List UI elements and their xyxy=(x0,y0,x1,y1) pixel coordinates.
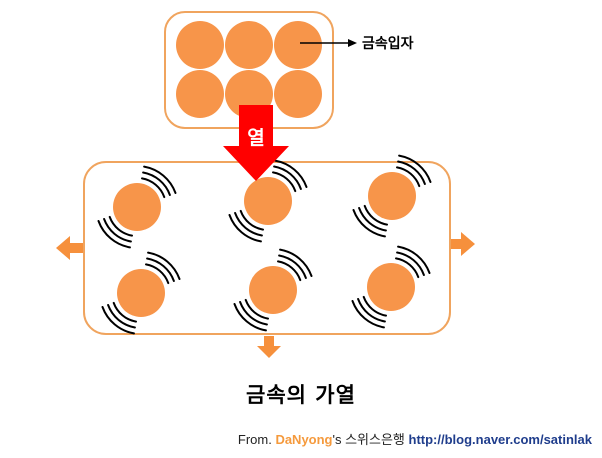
vibration-arc xyxy=(274,159,308,188)
vibration-arc xyxy=(146,257,175,282)
vibration-arc xyxy=(239,209,264,231)
particle xyxy=(367,263,415,311)
vibration-arc xyxy=(362,295,387,317)
vibrating-particles xyxy=(113,172,416,317)
vibration-arc xyxy=(147,251,181,280)
vibration-arc xyxy=(108,215,133,237)
vibration-lines xyxy=(97,154,432,335)
vibration-arc xyxy=(244,298,269,320)
vibration-arc xyxy=(142,171,171,196)
vibration-arc xyxy=(272,171,297,193)
heat-label: 열 xyxy=(247,127,265,149)
particle xyxy=(176,21,224,69)
vibration-arc xyxy=(398,154,432,183)
vibration-arc xyxy=(397,160,426,185)
expansion-arrows xyxy=(56,232,475,358)
vibration-arc xyxy=(107,304,136,329)
particle xyxy=(176,70,224,118)
diagram-caption: 금속의 가열 xyxy=(246,383,356,407)
vibration-arc xyxy=(396,251,425,276)
vibration-arc xyxy=(352,209,386,238)
vibration-arc xyxy=(396,166,421,188)
down-arrow-icon xyxy=(257,336,281,358)
vibration-arc xyxy=(278,254,307,279)
particle xyxy=(225,21,273,69)
left-arrow-icon xyxy=(56,236,83,260)
vibration-arc xyxy=(239,301,268,326)
particle xyxy=(249,266,297,314)
metal-particle-label: 금속입자 xyxy=(362,36,414,52)
vibration-arc xyxy=(363,204,388,226)
particle-pointer-arrow xyxy=(300,39,357,47)
vibration-arc xyxy=(279,248,313,277)
vibration-arc xyxy=(273,165,302,190)
vibration-arc xyxy=(357,298,386,323)
vibration-arc xyxy=(277,260,302,282)
particle xyxy=(244,177,292,225)
vibration-arc xyxy=(97,220,131,249)
vibration-arc xyxy=(145,263,170,285)
vibration-arc xyxy=(141,177,166,199)
particle xyxy=(113,183,161,231)
particle xyxy=(274,70,322,118)
particle xyxy=(274,21,322,69)
vibration-arc xyxy=(103,218,132,243)
vibration-arc xyxy=(397,245,431,274)
vibration-arc xyxy=(395,257,420,279)
vibration-arc xyxy=(228,214,262,243)
source-credit: From. DaNyong's 스위스은행 http://blog.naver.… xyxy=(238,429,592,448)
vibration-arc xyxy=(112,301,137,323)
particle xyxy=(368,172,416,220)
credit-author: DaNyong xyxy=(275,432,333,447)
vibration-arc xyxy=(351,300,385,329)
vibration-arc xyxy=(358,207,387,232)
vibration-arc xyxy=(233,303,267,332)
heat-arrow-icon xyxy=(223,105,289,181)
credit-prefix: From. xyxy=(237,432,276,447)
vibration-arc xyxy=(143,165,177,194)
vibration-arc xyxy=(234,212,263,237)
vibration-arc xyxy=(101,306,135,335)
credit-url-link[interactable]: http://blog.naver.com/satinlak xyxy=(408,432,592,447)
right-arrow-icon xyxy=(451,232,475,256)
credit-suffix: 's 스위스은행 xyxy=(332,432,409,447)
particle xyxy=(117,269,165,317)
